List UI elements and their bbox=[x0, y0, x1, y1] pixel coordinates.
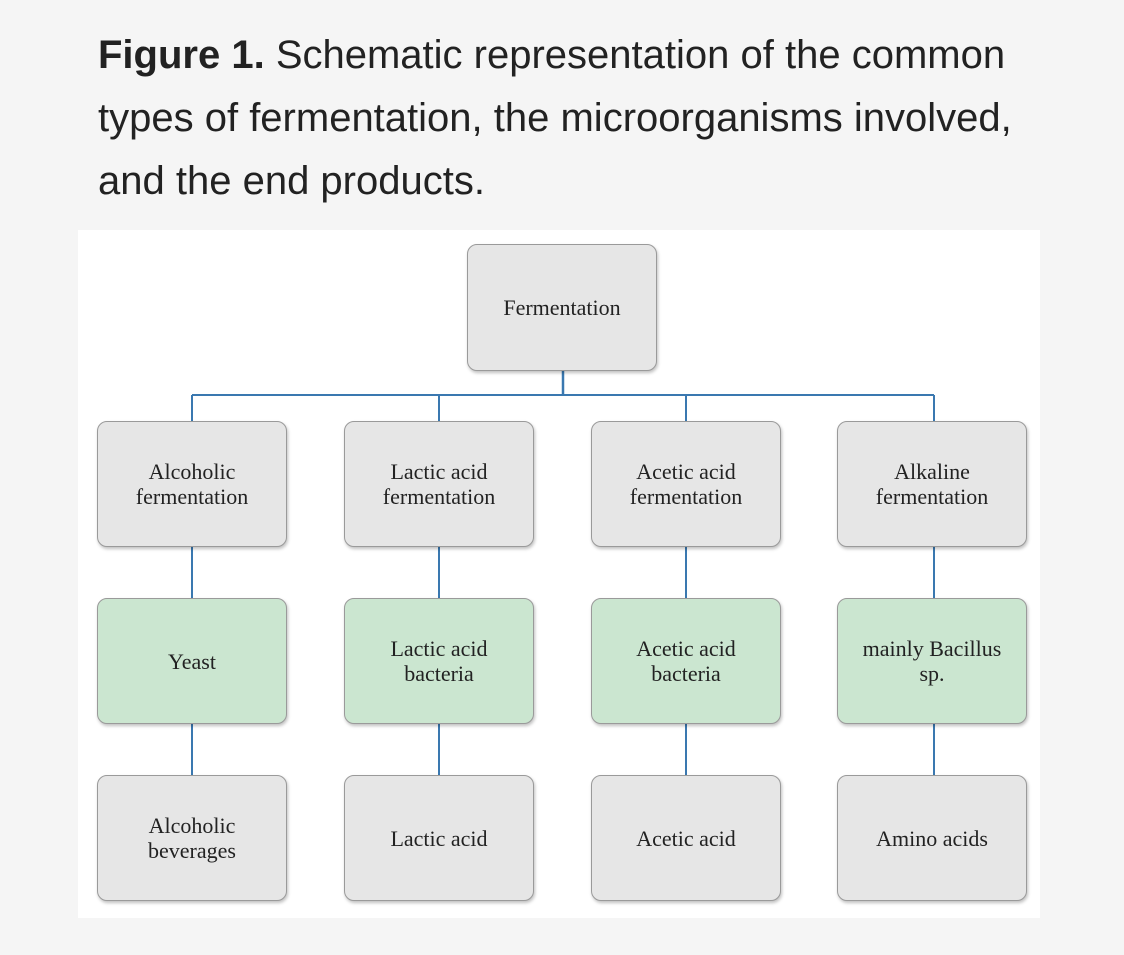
node-organism-lactic-bacteria: Lactic acid bacteria bbox=[344, 598, 534, 724]
figure-caption-text: Schematic representation of the common t… bbox=[98, 33, 1012, 203]
node-product-amino-acids: Amino acids bbox=[837, 775, 1027, 901]
node-organism-yeast: Yeast bbox=[97, 598, 287, 724]
fermentation-diagram: Fermentation Alcoholic fermentation Lact… bbox=[78, 230, 1040, 918]
diagram-connectors bbox=[191, 371, 935, 775]
node-product-lactic-acid: Lactic acid bbox=[344, 775, 534, 901]
node-type-acetic: Acetic acid fermentation bbox=[591, 421, 781, 547]
figure-caption: Figure 1. Schematic representation of th… bbox=[98, 24, 1058, 213]
node-type-alcoholic: Alcoholic fermentation bbox=[97, 421, 287, 547]
figure-label: Figure 1. bbox=[98, 33, 265, 77]
node-product-alcoholic-beverages: Alcoholic beverages bbox=[97, 775, 287, 901]
node-product-acetic-acid: Acetic acid bbox=[591, 775, 781, 901]
node-type-lactic: Lactic acid fermentation bbox=[344, 421, 534, 547]
node-type-alkaline: Alkaline fermentation bbox=[837, 421, 1027, 547]
node-root-fermentation: Fermentation bbox=[467, 244, 657, 371]
node-organism-bacillus: mainly Bacillus sp. bbox=[837, 598, 1027, 724]
node-organism-acetic-bacteria: Acetic acid bacteria bbox=[591, 598, 781, 724]
